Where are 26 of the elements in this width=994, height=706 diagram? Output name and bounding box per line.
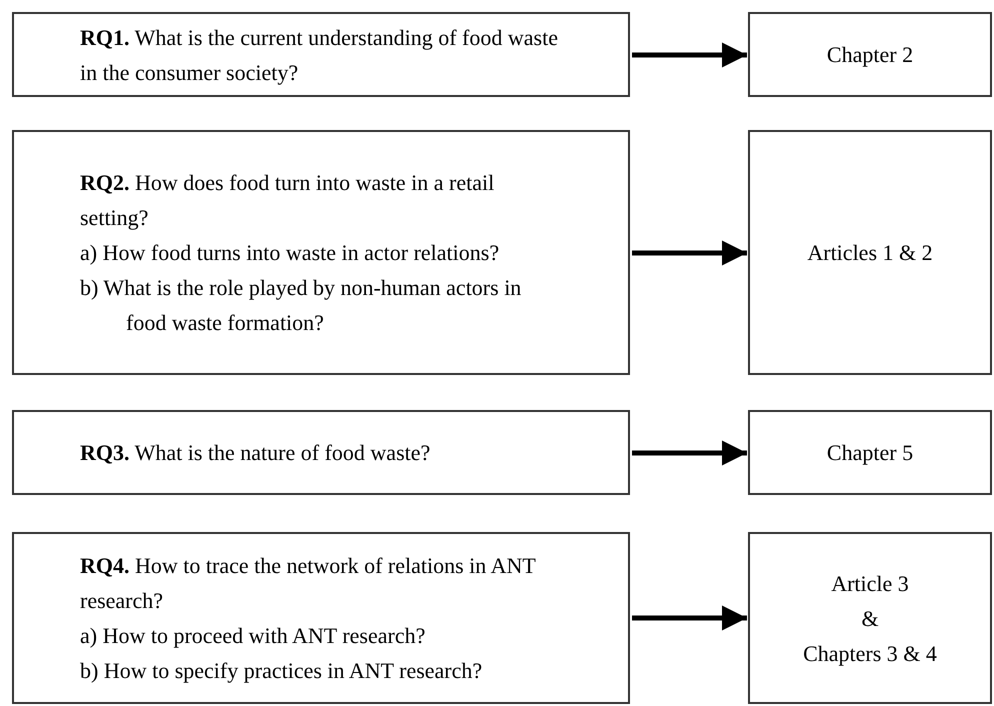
question-box bbox=[12, 12, 630, 97]
question-box bbox=[12, 532, 630, 704]
answer-box bbox=[748, 12, 992, 97]
arrow bbox=[632, 240, 747, 266]
chapter-text: Article 3 bbox=[831, 570, 909, 598]
question-box bbox=[12, 410, 630, 495]
arrow bbox=[632, 440, 747, 466]
sub-question-text: a) How to proceed with ANT research? bbox=[80, 622, 426, 650]
question-text: RQ2. How does food turn into waste in a retail setting? bbox=[80, 169, 496, 232]
arrow bbox=[632, 606, 747, 630]
chapter-text: & bbox=[861, 604, 879, 632]
question-text: RQ3. What is the nature of food waste? bbox=[80, 439, 430, 467]
chapter-text: Chapters 3 & 4 bbox=[803, 640, 937, 668]
sub-question-text: b) What is the role played by non-human actors in food waste formation? bbox=[80, 274, 522, 337]
sub-question-text: b) How to specify practices in ANT research? bbox=[80, 657, 482, 685]
chapter-text: Chapter 2 bbox=[826, 41, 914, 69]
question-text: RQ4. How to trace the network of relations in ANT research? bbox=[80, 552, 536, 615]
sub-question-text: a) How food turns into waste in actor relations? bbox=[80, 239, 500, 267]
chapter-text: Chapter 5 bbox=[826, 439, 914, 467]
answer-box bbox=[748, 410, 992, 495]
question-text: RQ1. What is the current understanding of food waste in the consumer society? bbox=[80, 24, 559, 87]
arrow bbox=[632, 42, 747, 68]
question-box bbox=[12, 130, 630, 375]
answer-box bbox=[748, 532, 992, 704]
chapter-text: Articles 1 & 2 bbox=[807, 239, 933, 267]
answer-box bbox=[748, 130, 992, 375]
